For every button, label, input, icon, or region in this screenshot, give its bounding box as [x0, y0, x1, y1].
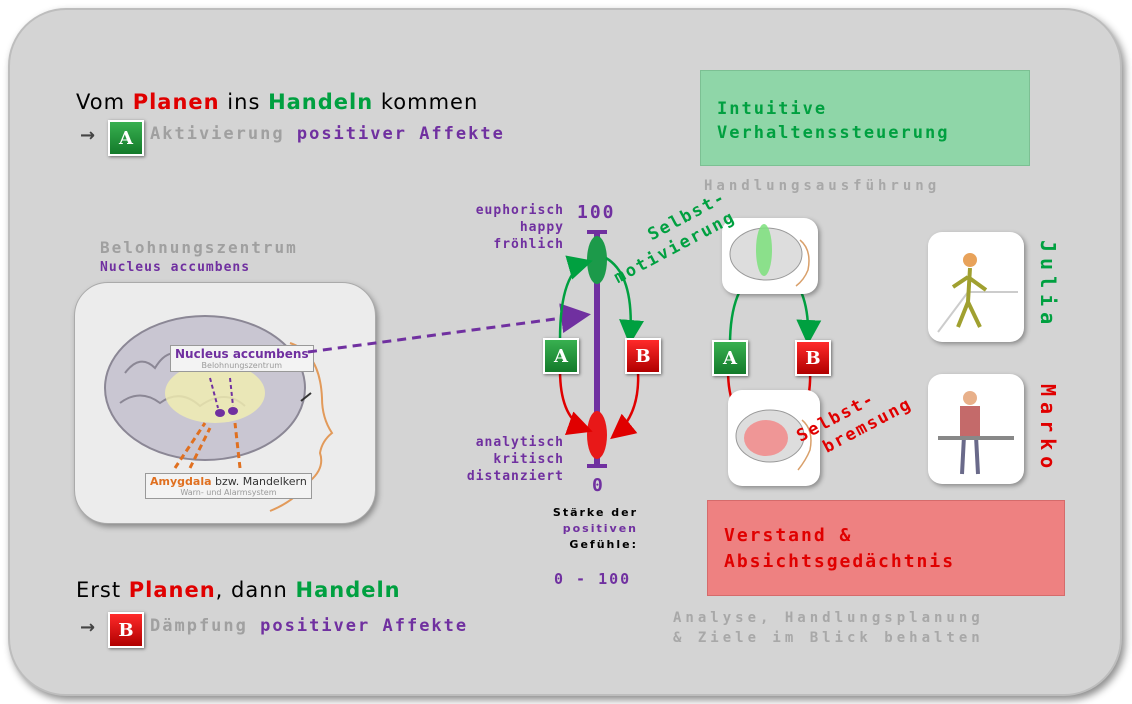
badge-a-top: A [108, 120, 144, 156]
scale-top-labels: euphorisch happy fröhlich [448, 202, 564, 253]
bottom-title-handeln: Handeln [295, 578, 401, 602]
right-badge-b: B [795, 340, 831, 376]
label-euphorisch: euphorisch [475, 203, 564, 218]
brain-lower-image [728, 390, 820, 486]
scale-bottom-labels: analytisch kritisch distanziert [430, 434, 564, 485]
top-title-pre: Vom [76, 90, 133, 114]
top-title-mid: ins [219, 90, 269, 114]
top-title-post: kommen [373, 90, 479, 114]
top-title: Vom Planen ins Handeln kommen [76, 90, 478, 114]
strength-caption: Stärke der positiven Gefühle: [520, 505, 638, 553]
verstand-line-1: Verstand & [724, 525, 853, 546]
reward-title: Belohnungszentrum [100, 238, 298, 257]
label-analytisch: analytisch [475, 435, 564, 450]
julia-image [928, 232, 1024, 342]
verstand-line-2: Absichtsgedächtnis [724, 551, 956, 572]
strength-line-2: positiven [562, 522, 638, 535]
verstand-caption-1: Analyse, Handlungsplanung [673, 610, 984, 626]
strength-range: 0 - 100 [554, 570, 632, 588]
label-froehlich: fröhlich [493, 237, 564, 252]
reward-subtitle: Nucleus accumbens [100, 260, 251, 275]
label-kritisch: kritisch [493, 452, 564, 467]
scale-bottom-value: 0 [592, 475, 605, 496]
verstand-caption: Analyse, Handlungsplanung & Ziele im Bli… [673, 608, 984, 648]
intuitive-line-2: Verhaltenssteuerung [717, 123, 950, 143]
amygdala-sublabel: Warn- und Alarmsystem [180, 488, 277, 497]
badge-b-bottom: B [108, 612, 144, 648]
top-subtitle: Aktivierung positiver Affekte [150, 124, 505, 144]
strength-line-3: Gefühle: [569, 538, 638, 551]
intuitive-caption: Handlungsausführung [704, 178, 941, 194]
bottom-sub-daempfung: Dämpfung [150, 616, 248, 636]
julia-label: Julia [1036, 240, 1060, 331]
brain-upper-image [722, 218, 818, 294]
top-sub-affekte: positiver Affekte [296, 124, 505, 144]
nucleus-label-box: Nucleus accumbens Belohnungszentrum [170, 345, 314, 372]
scale-badge-a: A [543, 338, 579, 374]
intuitive-box: Intuitive Verhaltenssteuerung [700, 70, 1030, 166]
arrow-right-icon-bottom: → [80, 617, 96, 638]
scale-top-value: 100 [577, 202, 616, 223]
top-title-planen: Planen [132, 90, 220, 114]
bottom-subtitle: Dämpfung positiver Affekte [150, 616, 468, 636]
bottom-sub-affekte: positiver Affekte [260, 616, 469, 636]
bottom-title-planen: Planen [128, 578, 216, 602]
right-badge-a: A [712, 340, 748, 376]
scale-badge-b: B [625, 338, 661, 374]
arrow-right-icon: → [80, 125, 96, 146]
bottom-title-erst: Erst [76, 578, 129, 602]
top-title-handeln: Handeln [268, 90, 374, 114]
nucleus-label: Nucleus accumbens [175, 347, 309, 361]
amygdala-label-box: Amygdala bzw. Mandelkern Warn- und Alarm… [145, 473, 312, 499]
amygdala-label: Amygdala [150, 475, 212, 488]
verstand-caption-2: & Ziele im Blick behalten [673, 630, 984, 646]
bottom-title: Erst Planen, dann Handeln [76, 578, 401, 602]
verstand-box: Verstand & Absichtsgedächtnis [707, 500, 1065, 596]
strength-line-1: Stärke der [552, 506, 638, 519]
intuitive-line-1: Intuitive [717, 99, 828, 119]
label-distanziert: distanziert [466, 469, 564, 484]
marko-label: Marko [1036, 384, 1060, 475]
brain-panel: Nucleus accumbens Belohnungszentrum Amyg… [74, 282, 376, 524]
nucleus-sublabel: Belohnungszentrum [201, 361, 283, 370]
amygdala-label-rest: bzw. Mandelkern [211, 475, 307, 488]
top-sub-aktivierung: Aktivierung [150, 124, 285, 144]
bottom-title-dann: , dann [215, 578, 296, 602]
label-happy: happy [519, 220, 564, 235]
marko-image [928, 374, 1024, 484]
